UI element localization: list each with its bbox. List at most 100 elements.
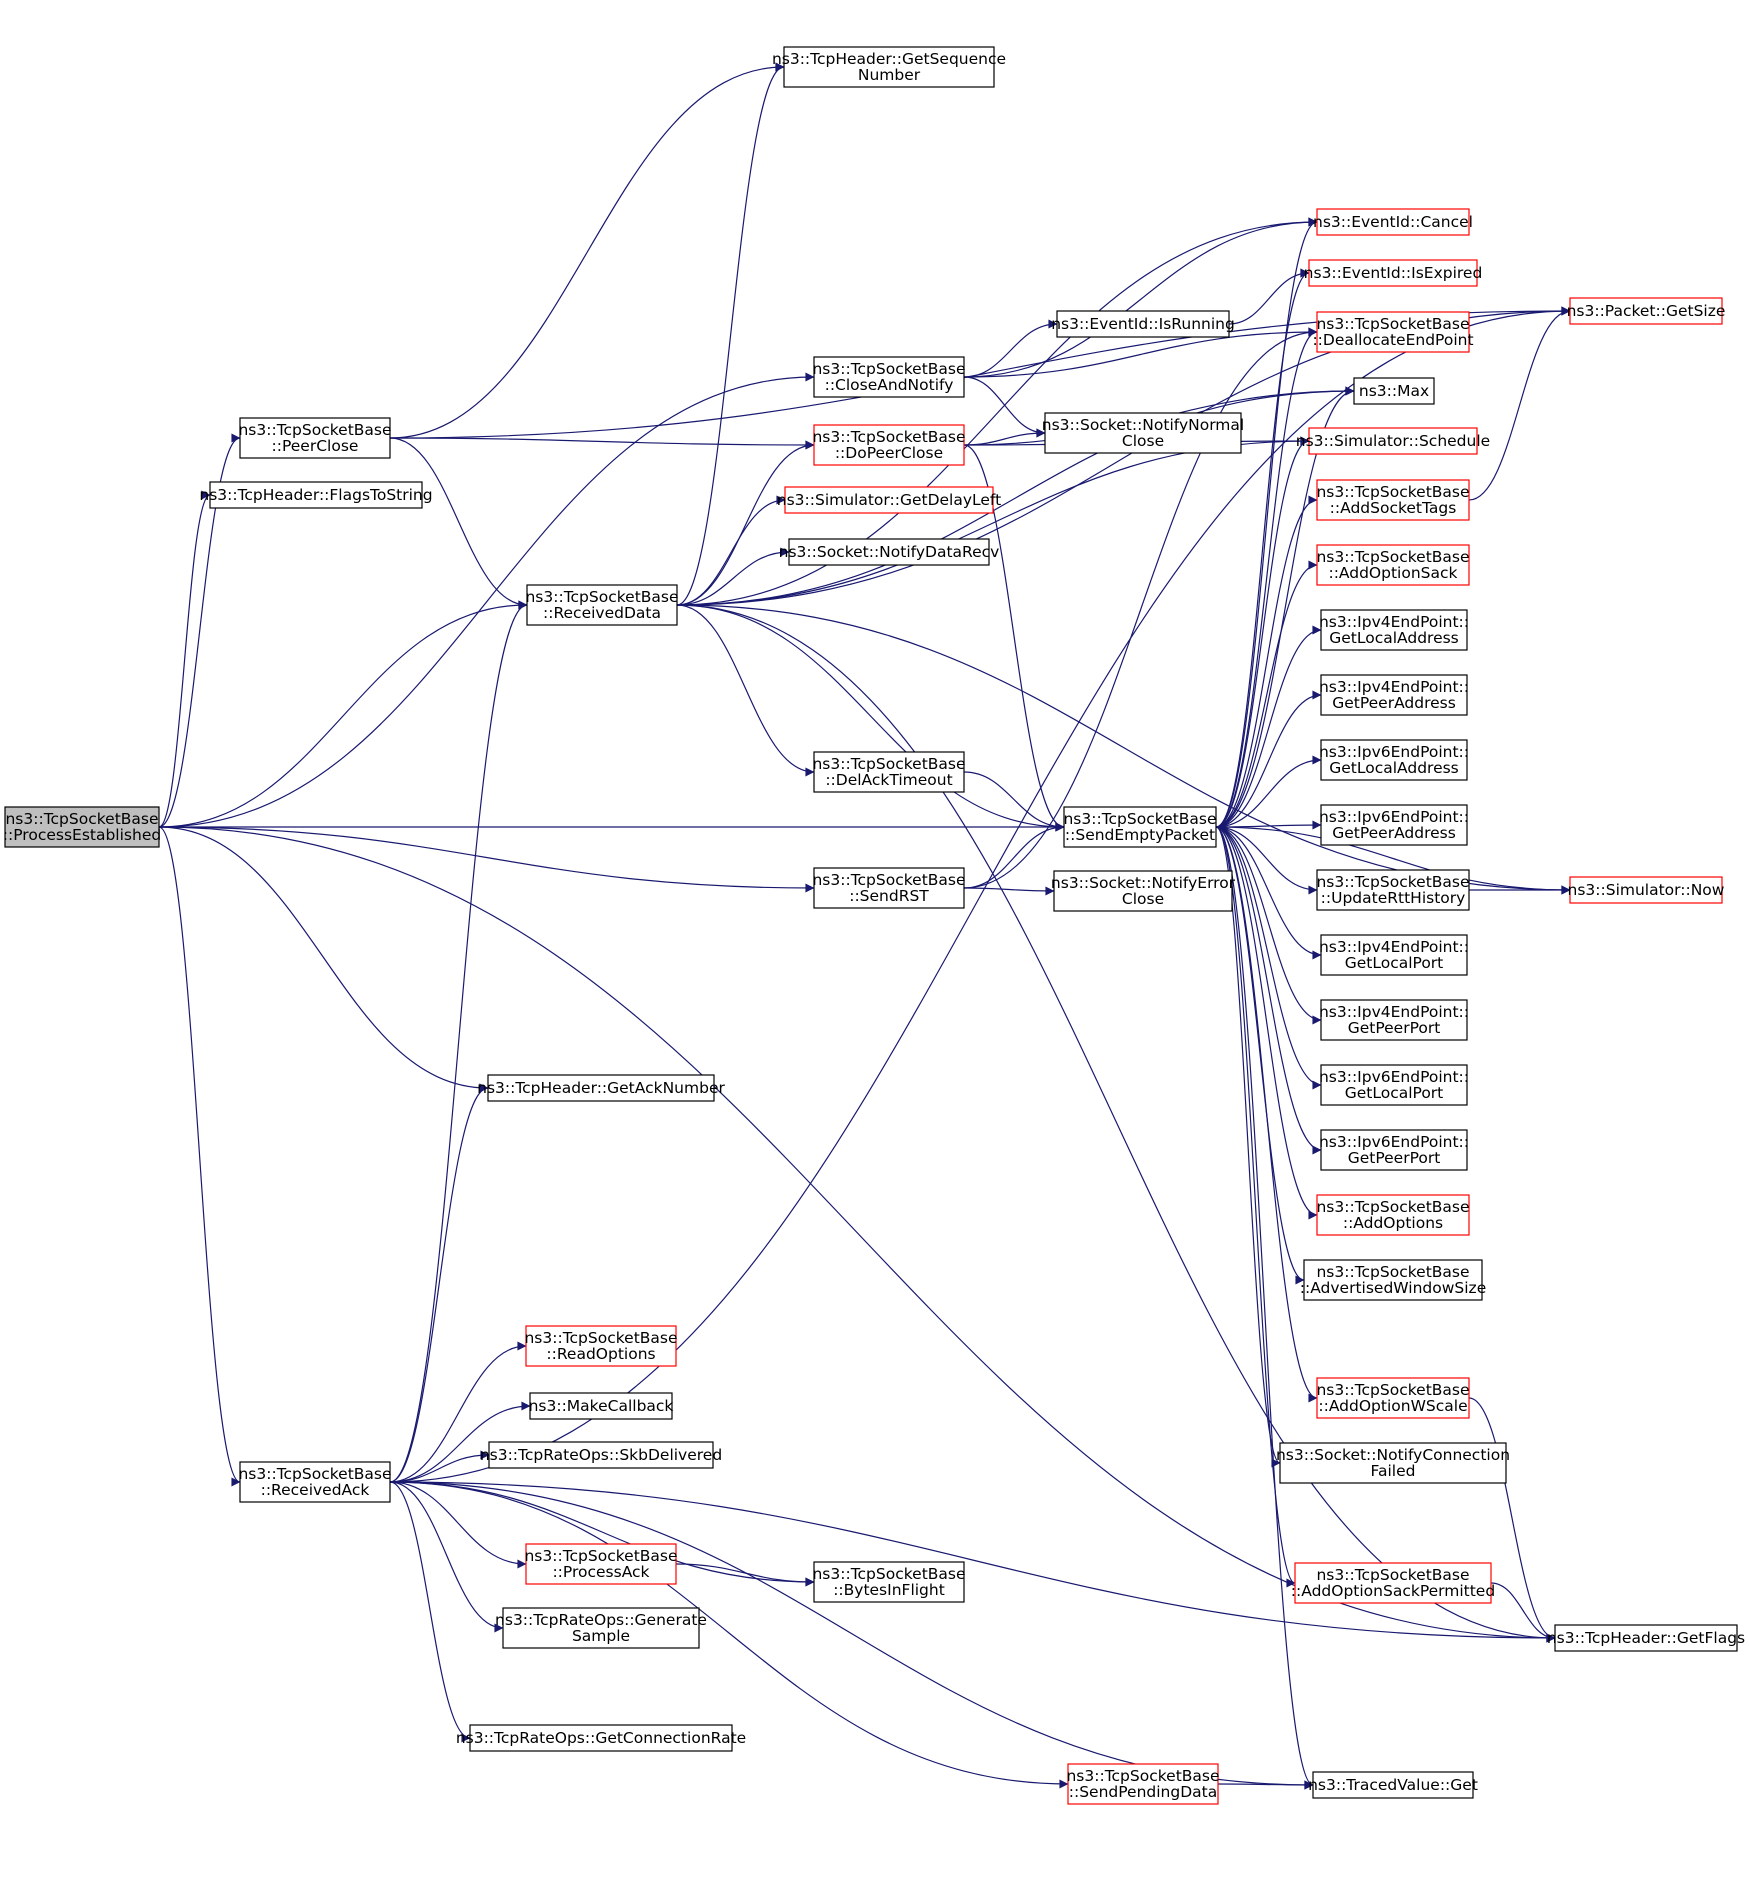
node-label: ns3::TcpSocketBase bbox=[1316, 483, 1469, 501]
call-edge-peerClose-to-receivedData bbox=[389, 437, 528, 610]
node-label: ns3::TracedValue::Get bbox=[1308, 1776, 1478, 1794]
node-ipv4GetLocalPort[interactable]: ns3::Ipv4EndPoint::GetLocalPort bbox=[1319, 934, 1469, 976]
call-edge-receivedData-to-delAckTimeout bbox=[676, 604, 815, 777]
node-sendPendingData[interactable]: ns3::TcpSocketBase::SendPendingData bbox=[1066, 1763, 1220, 1805]
node-box bbox=[1316, 208, 1470, 236]
node-ipv4GetPeerPort[interactable]: ns3::Ipv4EndPoint::GetPeerPort bbox=[1319, 999, 1469, 1041]
node-bytesInFlight[interactable]: ns3::TcpSocketBase::BytesInFlight bbox=[812, 1561, 966, 1603]
node-addOptions[interactable]: ns3::TcpSocketBase::AddOptions bbox=[1316, 1194, 1470, 1236]
node-label: ns3::MakeCallback bbox=[529, 1397, 674, 1415]
node-processAck[interactable]: ns3::TcpSocketBase::ProcessAck bbox=[524, 1543, 678, 1585]
node-label: GetPeerPort bbox=[1348, 1149, 1441, 1167]
node-label: ::DelAckTimeout bbox=[825, 771, 952, 789]
node-addOptionSack[interactable]: ns3::TcpSocketBase::AddOptionSack bbox=[1316, 544, 1470, 586]
node-box bbox=[487, 1074, 715, 1102]
node-box bbox=[784, 486, 994, 514]
node-box bbox=[1316, 1377, 1470, 1419]
node-doPeerClose[interactable]: ns3::TcpSocketBase::DoPeerClose bbox=[812, 424, 966, 466]
node-label: ::ReadOptions bbox=[546, 1345, 655, 1363]
node-cancel[interactable]: ns3::EventId::Cancel bbox=[1313, 208, 1473, 236]
call-edge-receivedData-to-sendEmptyPacket bbox=[676, 604, 1065, 832]
node-label: ns3::TcpSocketBase bbox=[525, 588, 678, 606]
call-edge-sendEmptyPacket-to-ipv4GetPeerPort bbox=[1215, 826, 1322, 1025]
node-label: ns3::Socket::NotifyNormal bbox=[1042, 416, 1244, 434]
call-edge-sendEmptyPacket-to-ipv4GetLocalAddress bbox=[1215, 625, 1322, 828]
call-edge-addOptionSackPermitted-to-getFlags bbox=[1490, 1582, 1556, 1643]
node-addOptionWScale[interactable]: ns3::TcpSocketBase::AddOptionWScale bbox=[1316, 1377, 1470, 1419]
node-label: ns3::Socket::NotifyError bbox=[1051, 874, 1236, 892]
node-label: ns3::TcpSocketBase bbox=[1316, 1263, 1469, 1281]
node-sendRST[interactable]: ns3::TcpSocketBase::SendRST bbox=[812, 867, 966, 909]
node-closeAndNotify[interactable]: ns3::TcpSocketBase::CloseAndNotify bbox=[812, 356, 966, 398]
call-edge-sendEmptyPacket-to-tracedValueGet bbox=[1215, 826, 1314, 1790]
node-ipv4GetPeerAddress[interactable]: ns3::Ipv4EndPoint::GetPeerAddress bbox=[1319, 674, 1469, 716]
node-delAckTimeout[interactable]: ns3::TcpSocketBase::DelAckTimeout bbox=[812, 751, 966, 793]
call-edge-peerClose-to-doPeerClose bbox=[389, 437, 815, 450]
node-box bbox=[1308, 259, 1478, 287]
call-edge-sendEmptyPacket-to-addSocketTags bbox=[1215, 495, 1318, 828]
node-ipv4GetLocalAddress[interactable]: ns3::Ipv4EndPoint::GetLocalAddress bbox=[1319, 609, 1469, 651]
node-getSize[interactable]: ns3::Packet::GetSize bbox=[1567, 297, 1726, 325]
node-tracedValueGet[interactable]: ns3::TracedValue::Get bbox=[1308, 1771, 1478, 1799]
node-receivedData[interactable]: ns3::TcpSocketBase::ReceivedData bbox=[525, 584, 679, 626]
node-label: ns3::TcpSocketBase bbox=[1063, 810, 1216, 828]
node-ipv6GetLocalPort[interactable]: ns3::Ipv6EndPoint::GetLocalPort bbox=[1319, 1064, 1469, 1106]
node-updateRttHistory[interactable]: ns3::TcpSocketBase::UpdateRttHistory bbox=[1316, 869, 1470, 911]
node-label: ns3::Ipv6EndPoint:: bbox=[1319, 743, 1469, 761]
node-label: GetLocalPort bbox=[1345, 954, 1444, 972]
node-processEstablished[interactable]: ns3::TcpSocketBase::ProcessEstablished bbox=[3, 806, 161, 848]
node-label: ns3::TcpSocketBase bbox=[812, 871, 965, 889]
node-label: ns3::TcpRateOps::SkbDelivered bbox=[480, 1446, 722, 1464]
call-edge-receivedData-to-getDelayLeft bbox=[676, 495, 786, 606]
node-label: ns3::Socket::NotifyConnection bbox=[1276, 1446, 1510, 1464]
call-edge-sendEmptyPacket-to-addOptions bbox=[1215, 826, 1318, 1220]
node-deallocateEndPoint[interactable]: ns3::TcpSocketBase::DeallocateEndPoint bbox=[1312, 311, 1474, 353]
node-getDelayLeft[interactable]: ns3::Simulator::GetDelayLeft bbox=[777, 486, 1001, 514]
node-addSocketTags[interactable]: ns3::TcpSocketBase::AddSocketTags bbox=[1316, 479, 1470, 521]
node-getAckNumber[interactable]: ns3::TcpHeader::GetAckNumber bbox=[477, 1074, 725, 1102]
node-label: ns3::TcpHeader::GetSequence bbox=[772, 50, 1006, 68]
node-isExpired[interactable]: ns3::EventId::IsExpired bbox=[1304, 259, 1483, 287]
node-label: ns3::Ipv4EndPoint:: bbox=[1319, 1003, 1469, 1021]
node-getConnectionRate[interactable]: ns3::TcpRateOps::GetConnectionRate bbox=[456, 1724, 746, 1752]
node-makeCallback[interactable]: ns3::MakeCallback bbox=[529, 1392, 674, 1420]
node-readOptions[interactable]: ns3::TcpSocketBase::ReadOptions bbox=[524, 1325, 678, 1367]
node-flagsToString[interactable]: ns3::TcpHeader::FlagsToString bbox=[199, 481, 433, 509]
node-now[interactable]: ns3::Simulator::Now bbox=[1568, 876, 1725, 904]
node-label: ::AddOptionWScale bbox=[1318, 1397, 1467, 1415]
node-ipv6GetLocalAddress[interactable]: ns3::Ipv6EndPoint::GetLocalAddress bbox=[1319, 739, 1469, 781]
node-box bbox=[1056, 310, 1230, 338]
node-isRunning[interactable]: ns3::EventId::IsRunning bbox=[1051, 310, 1235, 338]
node-getFlags[interactable]: ns3::TcpHeader::GetFlags bbox=[1547, 1624, 1745, 1652]
node-box bbox=[239, 1461, 391, 1503]
node-addOptionSackPermitted[interactable]: ns3::TcpSocketBase::AddOptionSackPermitt… bbox=[1291, 1562, 1495, 1604]
call-edge-sendEmptyPacket-to-ipv6GetPeerPort bbox=[1215, 826, 1322, 1155]
call-edge-receivedAck-to-processAck bbox=[389, 1481, 527, 1569]
node-label: Close bbox=[1122, 432, 1164, 450]
node-box bbox=[1320, 999, 1468, 1041]
node-label: ::AddOptionSackPermitted bbox=[1291, 1582, 1495, 1600]
node-box bbox=[1320, 804, 1468, 846]
node-skbDelivered[interactable]: ns3::TcpRateOps::SkbDelivered bbox=[480, 1441, 722, 1469]
node-schedule[interactable]: ns3::Simulator::Schedule bbox=[1296, 427, 1490, 455]
call-edge-isRunning-to-isExpired bbox=[1228, 268, 1310, 325]
node-advertisedWindowSize[interactable]: ns3::TcpSocketBase::AdvertisedWindowSize bbox=[1300, 1259, 1486, 1301]
node-notifyDataRecv[interactable]: ns3::Socket::NotifyDataRecv bbox=[779, 538, 1000, 566]
node-receivedAck[interactable]: ns3::TcpSocketBase::ReceivedAck bbox=[238, 1461, 392, 1503]
call-edge-sendEmptyPacket-to-addOptionWScale bbox=[1215, 826, 1318, 1403]
node-ipv6GetPeerAddress[interactable]: ns3::Ipv6EndPoint::GetPeerAddress bbox=[1319, 804, 1469, 846]
node-label: ::ProcessAck bbox=[552, 1563, 649, 1581]
node-label: ns3::Simulator::Now bbox=[1568, 881, 1725, 899]
node-sendEmptyPacket[interactable]: ns3::TcpSocketBase::SendEmptyPacket bbox=[1063, 806, 1217, 848]
node-ipv6GetPeerPort[interactable]: ns3::Ipv6EndPoint::GetPeerPort bbox=[1319, 1129, 1469, 1171]
node-box bbox=[1316, 311, 1470, 353]
call-edge-sendEmptyPacket-to-notifyConnectionFailed bbox=[1215, 826, 1281, 1468]
node-peerClose[interactable]: ns3::TcpSocketBase::PeerClose bbox=[238, 417, 392, 459]
node-label: GetLocalAddress bbox=[1329, 629, 1459, 647]
node-max[interactable]: ns3::Max bbox=[1353, 377, 1435, 405]
